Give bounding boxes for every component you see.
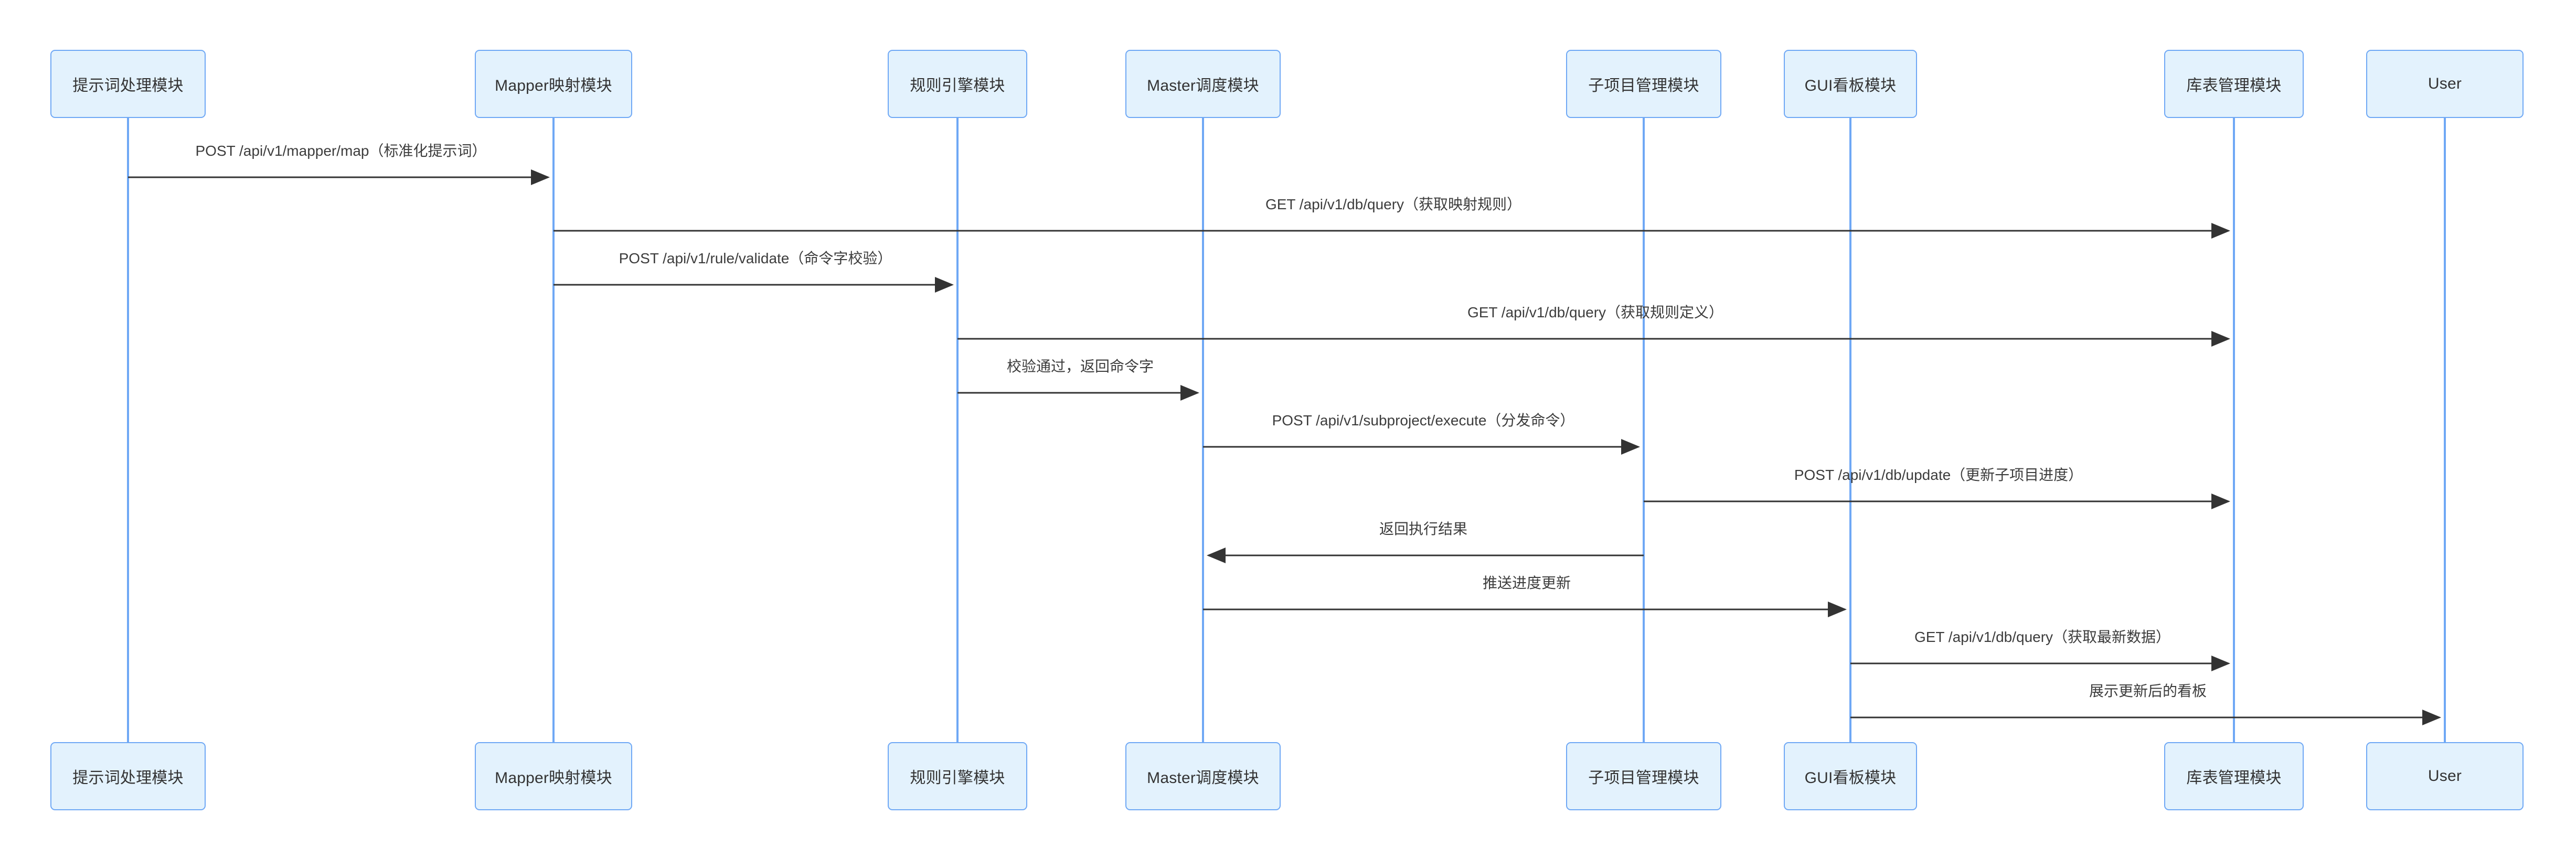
- actor-label-prompt: 提示词处理模块: [72, 769, 184, 787]
- message-label-4: GET /api/v1/db/query（获取规则定义）: [1467, 304, 1724, 321]
- actor-label-subproject: 子项目管理模块: [1588, 769, 1699, 787]
- actor-label-db: 库表管理模块: [2186, 769, 2282, 787]
- actor-label-master: Master调度模块: [1147, 77, 1259, 94]
- actor-label-rule: 规则引擎模块: [910, 769, 1005, 787]
- message-label-3: POST /api/v1/rule/validate（命令字校验）: [619, 250, 892, 267]
- actor-label-mapper: Mapper映射模块: [495, 77, 612, 94]
- message-label-10: GET /api/v1/db/query（获取最新数据）: [1914, 629, 2171, 646]
- actor-box-subproject-top[interactable]: 子项目管理模块: [1566, 50, 1721, 118]
- actor-label-db: 库表管理模块: [2186, 77, 2282, 94]
- message-label-9: 推送进度更新: [1482, 575, 1571, 592]
- actor-box-user-top[interactable]: User: [2366, 50, 2524, 118]
- actor-box-db-bottom[interactable]: 库表管理模块: [2164, 742, 2304, 810]
- actor-label-mapper: Mapper映射模块: [495, 769, 612, 787]
- message-label-5: 校验通过，返回命令字: [1006, 358, 1154, 375]
- message-label-6: POST /api/v1/subproject/execute（分发命令）: [1272, 412, 1575, 429]
- actor-box-master-top[interactable]: Master调度模块: [1125, 50, 1281, 118]
- actor-box-user-bottom[interactable]: User: [2366, 742, 2524, 810]
- actor-label-gui: GUI看板模块: [1804, 769, 1897, 787]
- actor-box-db-top[interactable]: 库表管理模块: [2164, 50, 2304, 118]
- message-label-1: POST /api/v1/mapper/map（标准化提示词）: [195, 143, 487, 159]
- message-label-8: 返回执行结果: [1379, 521, 1468, 538]
- message-label-2: GET /api/v1/db/query（获取映射规则）: [1265, 196, 1522, 213]
- actor-box-rule-bottom[interactable]: 规则引擎模块: [888, 742, 1027, 810]
- actor-box-prompt-bottom[interactable]: 提示词处理模块: [50, 742, 206, 810]
- actor-label-user: User: [2428, 75, 2462, 92]
- message-label-7: POST /api/v1/db/update（更新子项目进度）: [1794, 467, 2083, 484]
- actor-box-mapper-bottom[interactable]: Mapper映射模块: [475, 742, 632, 810]
- actor-box-gui-top[interactable]: GUI看板模块: [1784, 50, 1917, 118]
- actor-label-subproject: 子项目管理模块: [1588, 77, 1699, 94]
- actor-box-master-bottom[interactable]: Master调度模块: [1125, 742, 1281, 810]
- actor-label-rule: 规则引擎模块: [910, 77, 1005, 94]
- message-label-11: 展示更新后的看板: [2089, 683, 2207, 700]
- actor-label-user: User: [2428, 767, 2462, 785]
- message-arrows-group: [128, 169, 2441, 725]
- actor-box-gui-bottom[interactable]: GUI看板模块: [1784, 742, 1917, 810]
- actor-label-master: Master调度模块: [1147, 769, 1259, 787]
- actor-box-subproject-bottom[interactable]: 子项目管理模块: [1566, 742, 1721, 810]
- actor-label-gui: GUI看板模块: [1804, 77, 1897, 94]
- actor-box-prompt-top[interactable]: 提示词处理模块: [50, 50, 206, 118]
- actor-label-prompt: 提示词处理模块: [72, 77, 184, 94]
- actor-box-mapper-top[interactable]: Mapper映射模块: [475, 50, 632, 118]
- actor-box-rule-top[interactable]: 规则引擎模块: [888, 50, 1027, 118]
- lifelines-group: [127, 118, 2446, 742]
